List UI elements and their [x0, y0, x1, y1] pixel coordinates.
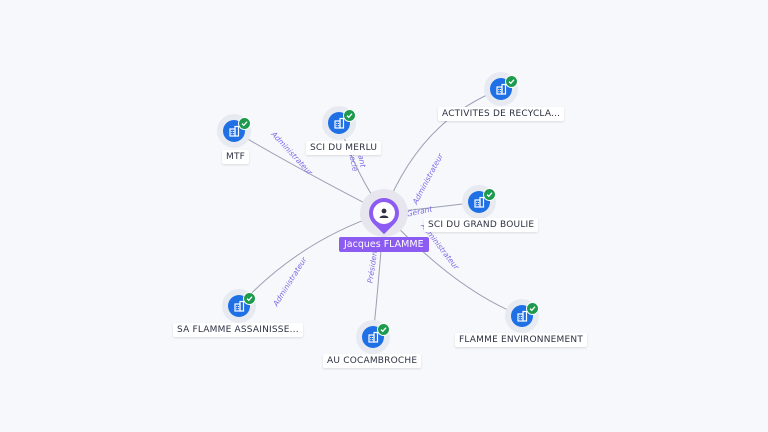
company-node-sci-du-grand-boulie[interactable]: SCI DU GRAND BOULIE [424, 185, 539, 232]
company-label[interactable]: SCI DU MERLU [306, 141, 382, 155]
check-icon [483, 188, 496, 201]
company-node-sci-du-merlu[interactable]: SCI DU MERLU [306, 106, 382, 155]
company-label[interactable]: FLAMME ENVIRONNEMENT [455, 333, 588, 347]
check-icon [243, 292, 256, 305]
company-label[interactable]: ACTIVITES DE RECYCLA... [438, 107, 565, 121]
company-node-activites-de-recycla[interactable]: ACTIVITES DE RECYCLA... [438, 72, 565, 121]
company-label[interactable]: AU COCAMBROCHE [323, 354, 422, 368]
check-icon [377, 323, 390, 336]
company-node-sa-flamme-assainisse[interactable]: SA FLAMME ASSAINISSE... [173, 289, 303, 337]
edge-sa-flamme-assainisse [238, 212, 385, 307]
check-icon [505, 75, 518, 88]
company-node-flamme-environnement[interactable]: FLAMME ENVIRONNEMENT [455, 299, 588, 347]
check-icon [343, 109, 356, 122]
company-label[interactable]: MTF [222, 150, 250, 164]
check-icon [526, 302, 539, 315]
person-icon [373, 202, 395, 224]
company-node-mtf[interactable]: MTF [217, 114, 251, 164]
person-node[interactable]: Jacques FLAMME [339, 189, 429, 252]
person-name-label[interactable]: Jacques FLAMME [339, 237, 429, 252]
edge-label-sci-du-grand-boulie: Gérant [406, 204, 434, 218]
check-icon [238, 117, 251, 130]
edge-label-activites-de-recycla: Administrateur [410, 151, 445, 206]
edge-label-sa-flamme-assainisse: Administrateur [271, 255, 309, 309]
company-node-au-cocambroche[interactable]: AU COCAMBROCHE [323, 320, 422, 368]
company-label[interactable]: SA FLAMME ASSAINISSE... [173, 323, 303, 337]
company-label[interactable]: SCI DU GRAND BOULIE [424, 218, 539, 232]
edge-label-au-cocambroche: Président [366, 247, 380, 284]
